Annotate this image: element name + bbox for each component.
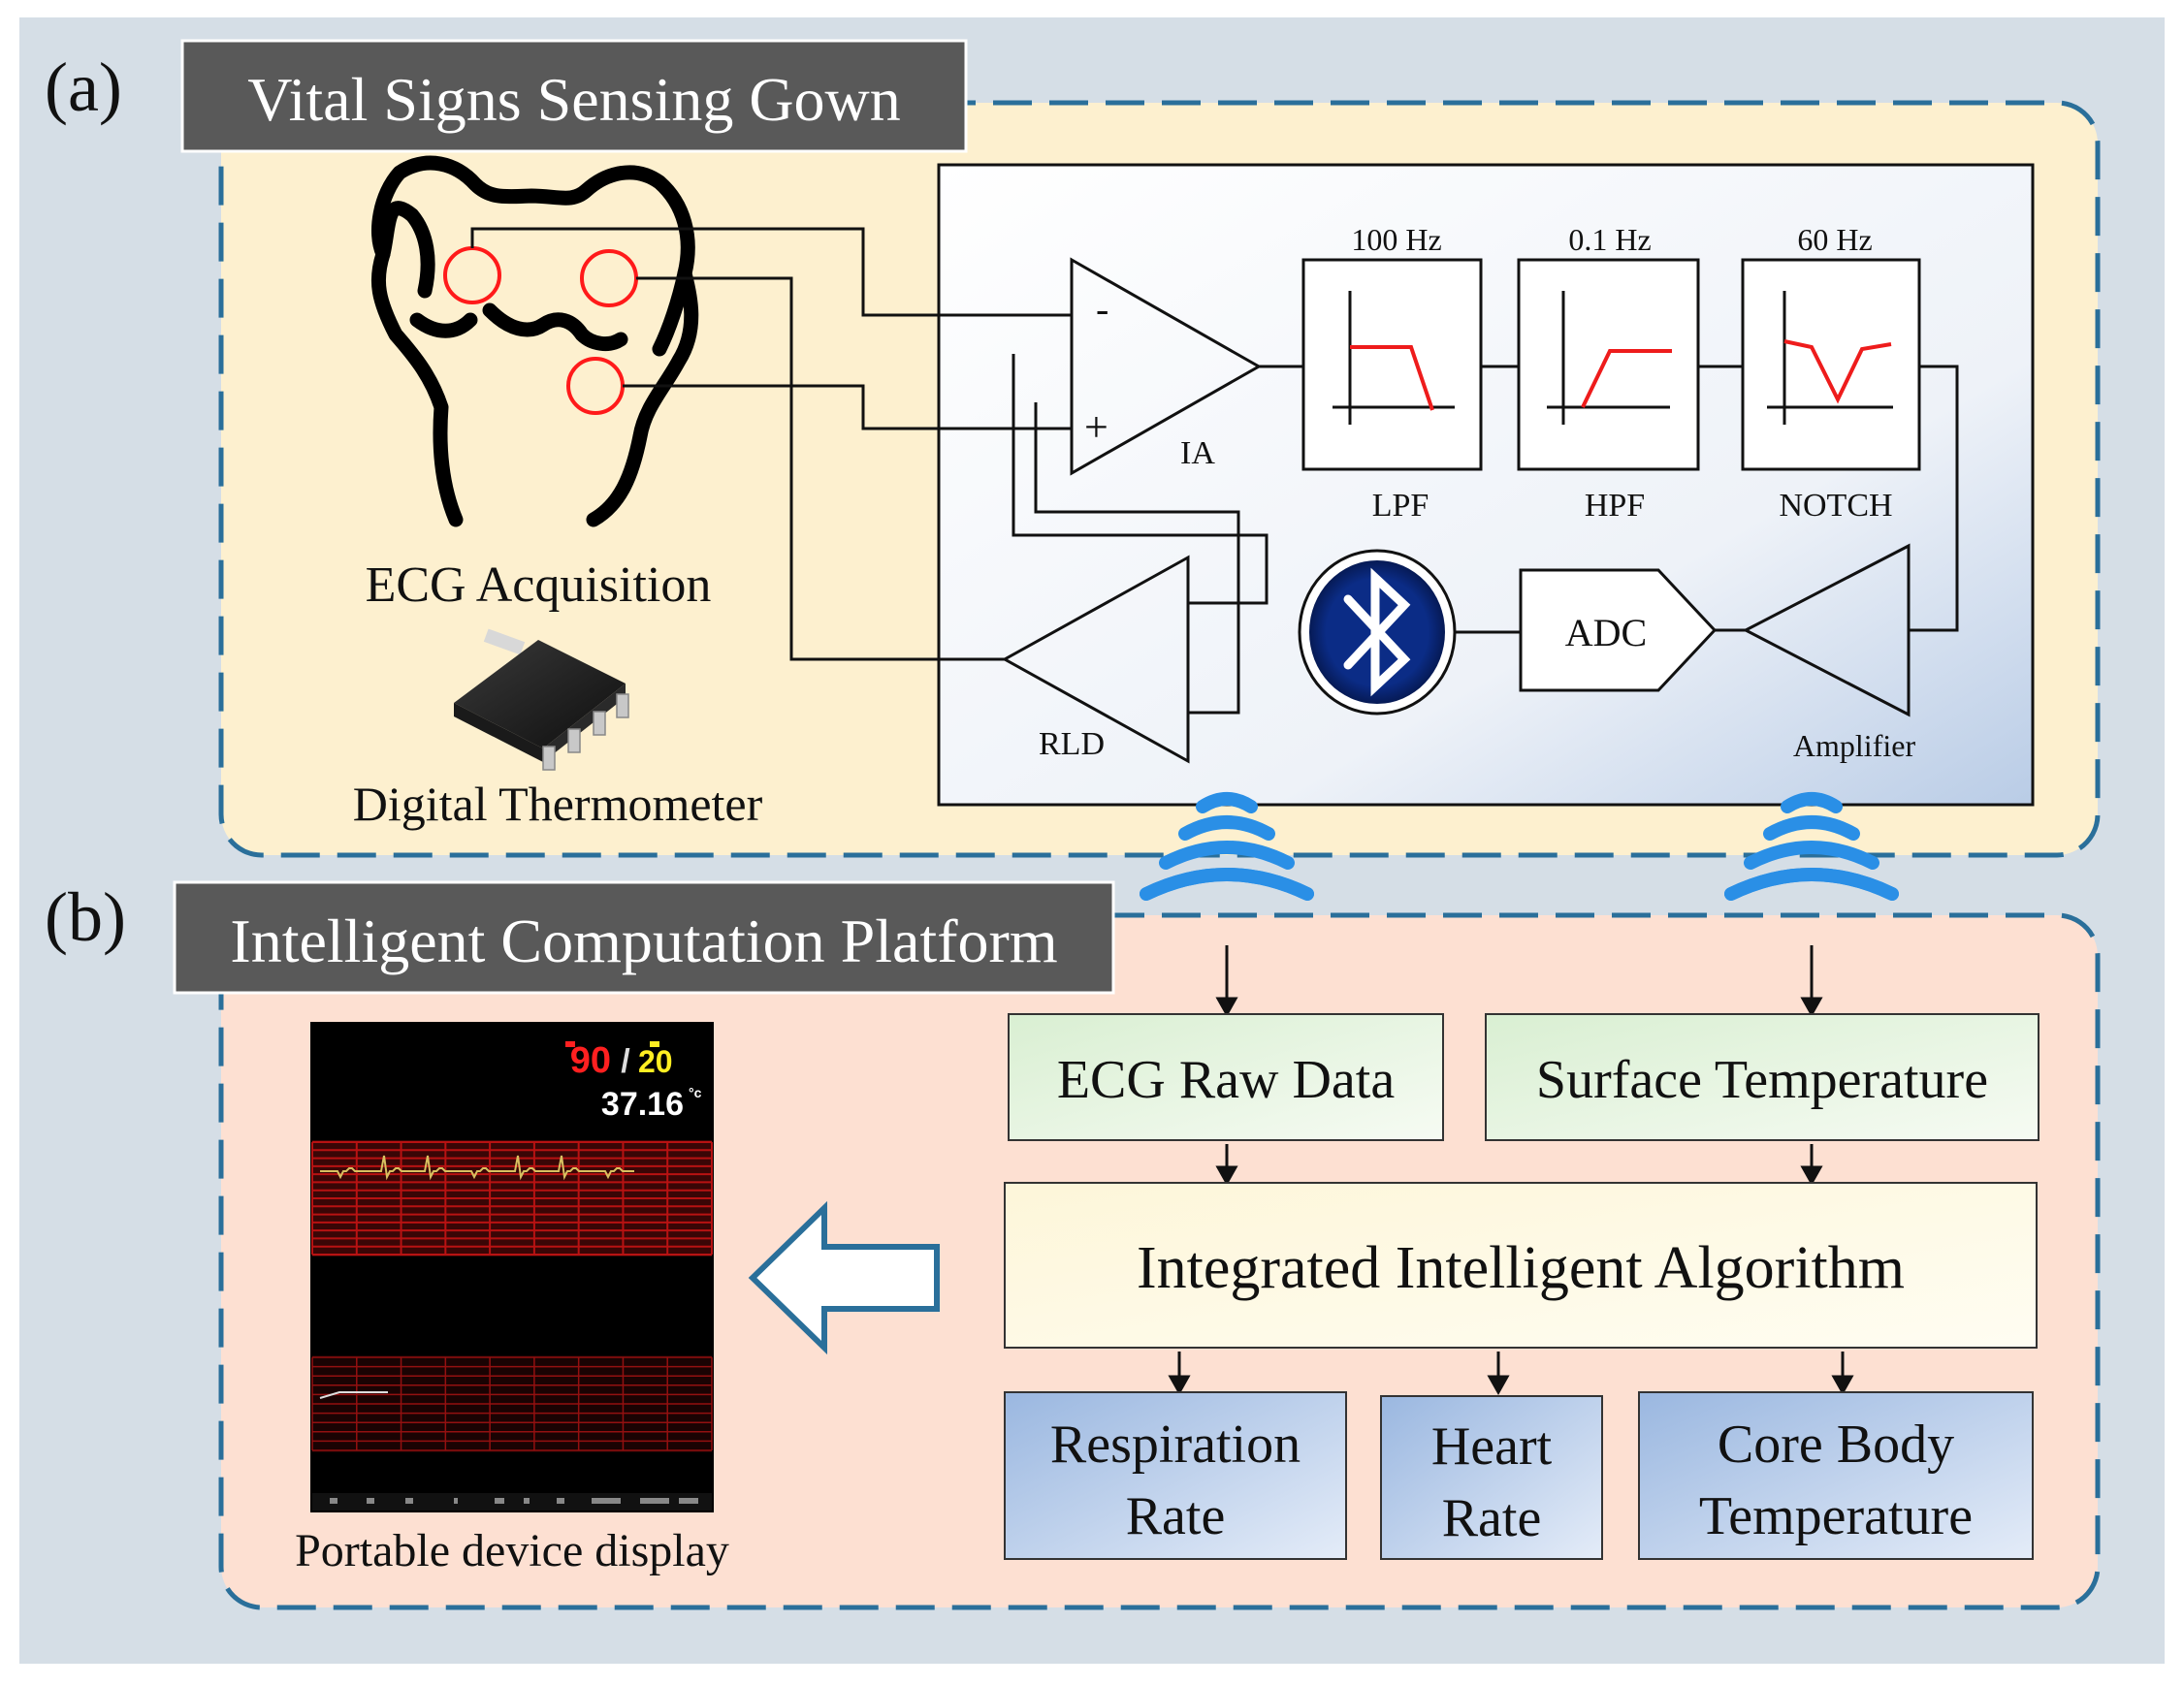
rld-amplifier (1001, 555, 1190, 764)
ia-minus-sign: - (1096, 287, 1108, 331)
ecg-acquisition-label: ECG Acquisition (366, 557, 712, 613)
core-body-temperature-line2: Temperature (1699, 1486, 1973, 1546)
ecg-raw-data-label: ECG Raw Data (1057, 1050, 1396, 1110)
panel-b-label: (b) (45, 878, 126, 956)
device-status-bar (330, 1498, 698, 1504)
panel-b: (b) Intelligent Computation Platform ECG… (45, 868, 2101, 1610)
adc-block (1519, 568, 1718, 692)
respiration-rate-box (1004, 1391, 1347, 1560)
thermometer-chip-icon (454, 628, 629, 771)
heart-rate-box (1380, 1395, 1603, 1560)
adc-label: ADC (1565, 611, 1647, 654)
flow-arrows (1168, 945, 1854, 1396)
notch-block (1741, 258, 1921, 471)
hpf-block (1517, 258, 1700, 471)
surface-temperature-box (1485, 1013, 2039, 1141)
ecg-raw-data-box (1008, 1013, 1444, 1141)
ia-amplifier (1070, 257, 1263, 476)
algorithm-label: Integrated Intelligent Algorithm (1137, 1235, 1905, 1301)
heart-rate-line1: Heart (1431, 1416, 1553, 1477)
hpf-label: HPF (1585, 488, 1645, 524)
notch-frequency: 60 Hz (1797, 222, 1872, 257)
device-heart-rate: 90 (570, 1040, 611, 1081)
device-temperature: 37.16 (601, 1086, 684, 1123)
device-separator: / (621, 1043, 630, 1080)
panel-b-title-box (173, 880, 1115, 995)
respiration-rate-line2: Rate (1126, 1486, 1226, 1546)
device-temperature-unit: °c (689, 1085, 702, 1100)
digital-thermometer-label: Digital Thermometer (353, 777, 763, 831)
panel-a-title: Vital Signs Sensing Gown (247, 65, 901, 134)
core-body-temperature-line1: Core Body (1718, 1415, 1954, 1475)
respiration-rate-line1: Respiration (1050, 1415, 1301, 1475)
panel-b-title: Intelligent Computation Platform (230, 907, 1057, 975)
ia-label: IA (1180, 435, 1215, 471)
core-body-temperature-box (1638, 1391, 2034, 1560)
lpf-frequency: 100 Hz (1351, 222, 1441, 257)
bluetooth-icon (1298, 549, 1457, 716)
heart-rate-line2: Rate (1442, 1488, 1542, 1548)
lpf-label: LPF (1372, 488, 1429, 524)
amplifier-label: Amplifier (1793, 728, 1916, 763)
ecg-grid-top (311, 1140, 713, 1257)
surface-temperature-label: Surface Temperature (1536, 1050, 1988, 1110)
panel-a: (a) Vital Signs Sensing Gown ECG Acquisi… (45, 39, 2101, 858)
hpf-frequency: 0.1 Hz (1568, 222, 1651, 257)
electrode-wires (470, 227, 1959, 715)
torso-figure (370, 155, 699, 527)
output-amplifier (1742, 543, 1911, 717)
hollow-arrow-left-icon (748, 1200, 940, 1355)
portable-device-caption: Portable device display (295, 1525, 729, 1576)
lpf-block (1301, 258, 1483, 471)
panel-a-title-box (180, 39, 968, 153)
ia-plus-sign: + (1084, 403, 1108, 451)
notch-label: NOTCH (1779, 488, 1892, 524)
ecg-grid-bottom (311, 1355, 713, 1452)
device-respiration-rate: 20 (638, 1044, 673, 1079)
panel-a-label: (a) (45, 48, 122, 126)
algorithm-box (1004, 1182, 2038, 1349)
rld-label: RLD (1039, 726, 1105, 762)
portable-device-screen: 90 / 20 37.16 °c (310, 1022, 714, 1512)
